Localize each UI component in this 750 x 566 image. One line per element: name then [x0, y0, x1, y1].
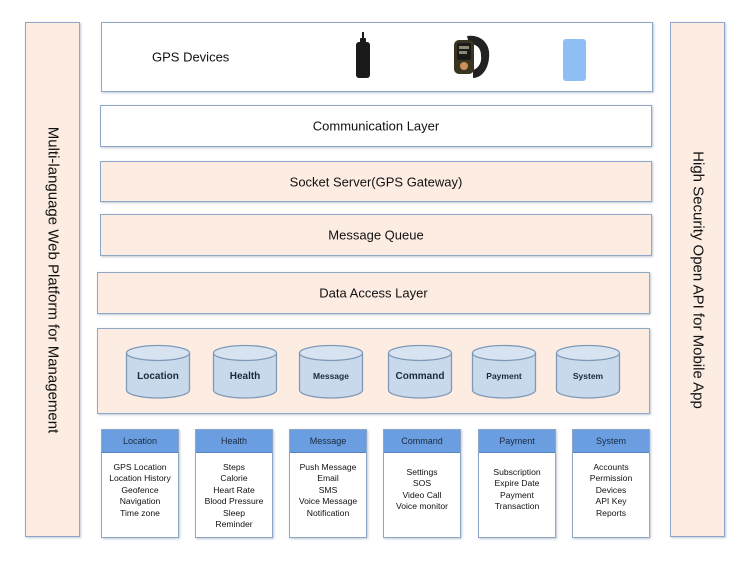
socket-server-layer: Socket Server(GPS Gateway) [100, 161, 652, 202]
database-system: System [555, 344, 621, 400]
communication-layer: Communication Layer [100, 105, 652, 147]
web-platform-panel: Multi-language Web Platform for Manageme… [25, 22, 80, 537]
module-item: Location History [109, 473, 171, 484]
module-item: Permission [589, 473, 633, 484]
module-item: Navigation [119, 496, 161, 507]
module-item: Push Message [299, 462, 357, 472]
socket-server-label: Socket Server(GPS Gateway) [289, 174, 463, 189]
database-message: Message [298, 344, 364, 400]
module-item: Payment [500, 489, 534, 500]
database-label: Message [313, 371, 349, 381]
open-api-label: High Security Open API for Mobile App [689, 150, 706, 409]
module-item: Video Call [402, 489, 442, 500]
module-item: Reminder [215, 519, 253, 530]
database-payment: Payment [471, 344, 537, 400]
database-cylinder-icon [555, 344, 621, 399]
phone-icon [563, 39, 586, 81]
module-item: Expire Date [494, 478, 540, 489]
database-label: Command [395, 371, 445, 382]
module-item: Transaction [494, 501, 540, 512]
database-label: Health [229, 371, 261, 382]
database-label: Location [137, 371, 179, 382]
database-location: Location [125, 344, 191, 400]
module-title: Message [290, 430, 366, 453]
module-item: Voice monitor [395, 501, 449, 512]
module-item: GPS Location [113, 462, 167, 472]
gps-tracker-icon [356, 32, 370, 78]
gps-devices-label: GPS Devices [152, 49, 230, 65]
message-queue-label: Message Queue [328, 227, 424, 243]
database-cylinder-icon [471, 344, 537, 399]
module-item: Subscription [493, 467, 541, 477]
database-cylinder-icon [212, 344, 278, 399]
database-cylinder-icon [298, 344, 364, 399]
module-item: Time zone [120, 507, 160, 518]
module-item: Accounts [593, 462, 629, 472]
module-item: Blood Pressure [204, 496, 264, 507]
data-access-layer: Data Access Layer [97, 272, 650, 314]
module-item: Voice Message [298, 496, 358, 507]
data-access-label: Data Access Layer [319, 285, 428, 301]
module-item: Geofence [121, 484, 159, 495]
module-item: Settings [406, 467, 438, 477]
database-cylinder-icon [125, 344, 191, 399]
module-title: Payment [479, 430, 555, 453]
module-item: Reports [595, 507, 627, 518]
database-health: Health [212, 344, 278, 400]
module-item: Steps [223, 462, 245, 472]
database-label: System [572, 371, 604, 381]
module-item: Heart Rate [213, 484, 255, 495]
database-cylinder-icon [387, 344, 453, 399]
module-item: Devices [595, 484, 627, 495]
module-title: Command [384, 430, 460, 453]
module-item: Email [317, 473, 339, 484]
gps-devices-box: GPS Devices [101, 22, 653, 92]
module-item: SOS [412, 478, 432, 489]
smartwatch-icon [454, 35, 490, 78]
module-item: SMS [318, 484, 338, 495]
module-item: Sleep [223, 507, 245, 518]
database-command: Command [387, 344, 453, 400]
module-title: System [573, 430, 649, 453]
web-platform-label: Multi-language Web Platform for Manageme… [44, 126, 61, 433]
message-queue-layer: Message Queue [100, 214, 652, 256]
module-item: API Key [595, 496, 627, 507]
module-item: Notification [306, 507, 350, 518]
communication-layer-label: Communication Layer [312, 118, 440, 134]
module-title: Health [196, 430, 272, 453]
open-api-panel: High Security Open API for Mobile App [670, 22, 725, 537]
database-label: Payment [486, 371, 522, 381]
module-item: Calorie [220, 473, 248, 484]
module-title: Location [102, 430, 178, 453]
